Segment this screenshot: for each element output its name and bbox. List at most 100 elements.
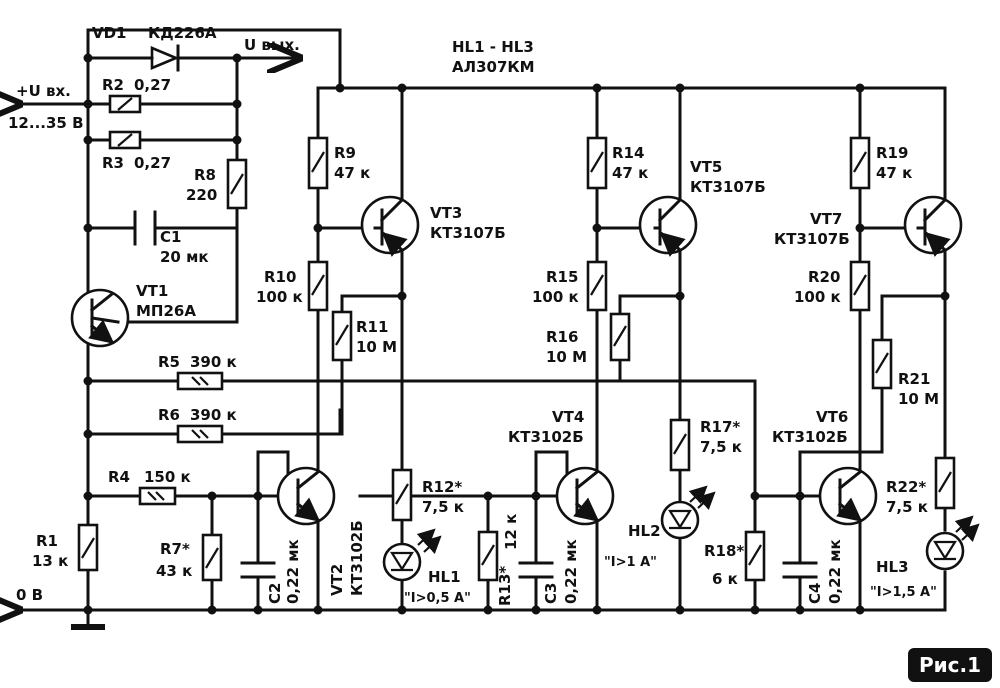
label-hl3-note: "I>1,5 А" <box>870 585 937 600</box>
label-uin-range: 12...35 В <box>8 114 84 132</box>
label-vt3: VT3 <box>430 204 462 222</box>
resistor-r15 <box>586 260 608 312</box>
label-r6: R6 <box>158 406 180 424</box>
label-r16-value: 10 М <box>546 348 587 366</box>
resistor-r9 <box>307 136 329 190</box>
junctions <box>83 53 950 615</box>
label-r7: R7* <box>160 540 190 558</box>
label-r10-value: 100 к <box>256 288 303 306</box>
label-r6-value: 390 к <box>190 406 237 424</box>
label-r12-value: 7,5 к <box>422 498 464 516</box>
label-r21: R21 <box>898 370 930 388</box>
label-r18-value: 6 к <box>712 570 738 588</box>
label-r4: R4 <box>108 468 130 486</box>
label-r20-value: 100 к <box>794 288 841 306</box>
label-hl1-note: "I>0,5 А" <box>404 591 471 606</box>
label-r14-value: 47 к <box>612 164 648 182</box>
resistor-r11 <box>331 310 353 362</box>
resistor-r14 <box>586 136 608 190</box>
label-r5: R5 <box>158 353 180 371</box>
label-vt7-type: КТ3107Б <box>774 230 850 248</box>
transistor-vt7 <box>903 195 963 257</box>
label-r16: R16 <box>546 328 578 346</box>
label-vt7: VT7 <box>810 210 842 228</box>
label-r4-value: 150 к <box>144 468 191 486</box>
resistor-r7 <box>201 533 223 582</box>
label-r22-value: 7,5 к <box>886 498 928 516</box>
label-c4: C4 <box>806 583 824 604</box>
resistor-r18 <box>744 530 766 582</box>
resistor-r17 <box>669 418 691 472</box>
label-r17: R17* <box>700 418 740 436</box>
label-r1: R1 <box>36 532 58 550</box>
label-r10: R10 <box>264 268 296 286</box>
label-c2-value: 0,22 мк <box>284 539 302 604</box>
label-hl1: HL1 <box>428 568 461 586</box>
leds <box>382 485 980 582</box>
capacitor-c3 <box>518 561 554 579</box>
labels: VD1 КД226А U вых. HL1 - HL3 АЛ307КМ +U в… <box>8 24 939 606</box>
resistor-r3 <box>108 130 142 150</box>
label-r18: R18* <box>704 542 744 560</box>
resistor-r12 <box>391 468 413 522</box>
led-hl3 <box>925 515 980 571</box>
figure-label: Рис.1 <box>908 648 992 682</box>
transistor-vt5 <box>638 195 698 257</box>
label-r19-value: 47 к <box>876 164 912 182</box>
transistor-vt1 <box>70 288 130 348</box>
resistor-r1 <box>77 523 99 572</box>
label-zero: 0 В <box>16 586 43 604</box>
label-c3-value: 0,22 мк <box>562 539 580 604</box>
label-r21-value: 10 М <box>898 390 939 408</box>
label-r15-value: 100 к <box>532 288 579 306</box>
led-hl1 <box>382 528 442 582</box>
label-r17-value: 7,5 к <box>700 438 742 456</box>
label-r14: R14 <box>612 144 644 162</box>
label-r5-value: 390 к <box>190 353 237 371</box>
transistor-vt4 <box>555 466 615 526</box>
label-c1: C1 <box>160 228 181 246</box>
resistors <box>77 94 956 582</box>
label-r8: R8 <box>194 166 216 184</box>
label-hl2: HL2 <box>628 522 661 540</box>
diode-vd1 <box>86 44 239 72</box>
resistor-r21 <box>871 338 893 390</box>
label-vt5: VT5 <box>690 158 722 176</box>
label-vd1-type: КД226А <box>148 24 217 42</box>
label-c1-value: 20 мк <box>160 248 209 266</box>
label-c3: C3 <box>542 583 560 604</box>
label-vt1-type: МП26А <box>136 302 196 320</box>
capacitor-c1 <box>133 210 157 246</box>
label-hl3: HL3 <box>876 558 909 576</box>
capacitor-c4 <box>782 561 818 579</box>
resistor-r19 <box>849 136 871 190</box>
label-r11-value: 10 М <box>356 338 397 356</box>
label-r20: R20 <box>808 268 840 286</box>
label-r15: R15 <box>546 268 578 286</box>
resistor-r16 <box>609 312 631 362</box>
label-vt5-type: КТ3107Б <box>690 178 766 196</box>
resistor-r10 <box>307 260 329 312</box>
label-r3: R3 <box>102 154 124 172</box>
label-vt4: VT4 <box>552 408 584 426</box>
resistor-r20 <box>849 260 871 312</box>
transistor-vt3 <box>360 195 420 257</box>
label-r8-value: 220 <box>186 186 217 204</box>
label-vt1: VT1 <box>136 282 168 300</box>
resistor-r8 <box>226 158 248 210</box>
label-c2: C2 <box>266 583 284 604</box>
capacitor-c2 <box>240 561 276 579</box>
label-r1-value: 13 к <box>32 552 68 570</box>
label-uin: +U вх. <box>16 82 71 100</box>
resistor-r2 <box>108 94 142 114</box>
label-r3-value: 0,27 <box>134 154 171 172</box>
resistor-r5 <box>176 371 224 391</box>
label-uout: U вых. <box>244 36 300 54</box>
label-r9: R9 <box>334 144 356 162</box>
label-vt4-type: КТ3102Б <box>508 428 584 446</box>
resistor-r13 <box>477 530 499 582</box>
transistors <box>70 195 963 526</box>
label-r11: R11 <box>356 318 388 336</box>
label-hl2-note: "I>1 А" <box>604 555 657 570</box>
